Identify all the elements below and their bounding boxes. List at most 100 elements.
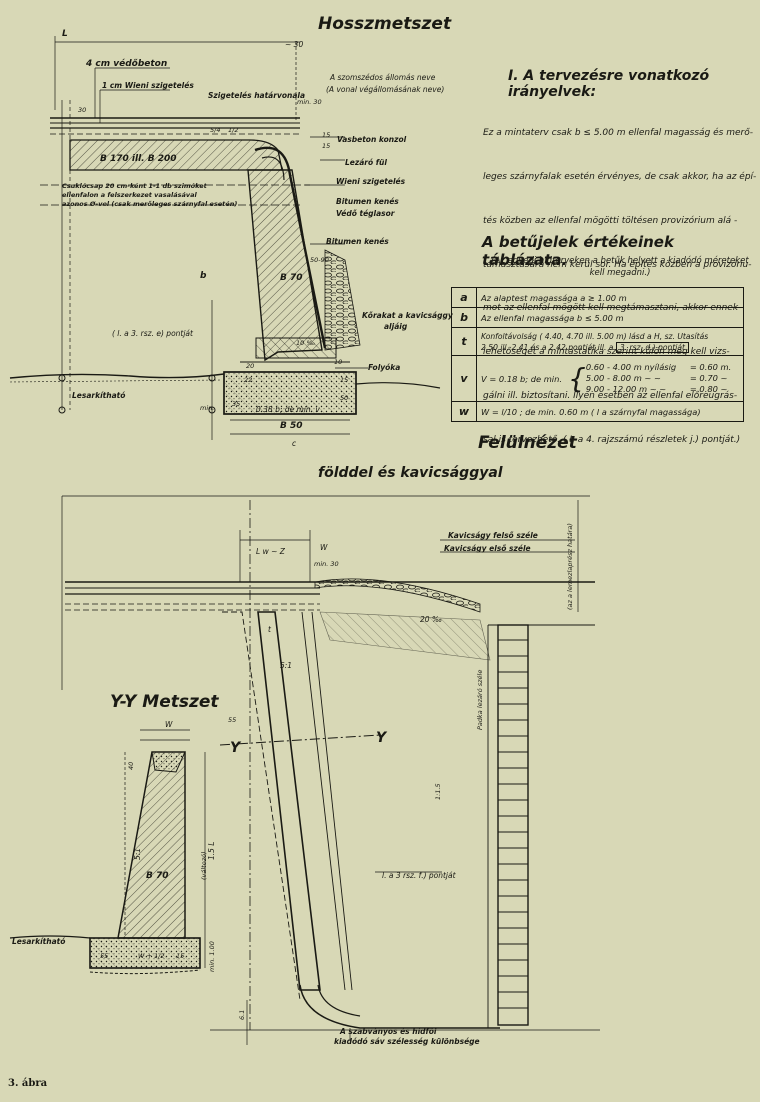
label-stones-2: aljáig <box>384 322 408 331</box>
table-range: 9.00 - 12.00 m ~ ~ = 0.80 ~ <box>586 384 731 395</box>
guidelines-heading: I. A tervezésre vonatkozó irányelvek: <box>508 68 710 100</box>
dim-label: 20 <box>246 362 254 370</box>
dim-label: 15 <box>322 142 330 150</box>
table-range-value: = 0.60 m. <box>689 362 732 372</box>
dim-label: 30 <box>78 106 86 114</box>
label-pipe-2: ellenfalon a felszerkezet vasalásával <box>62 191 198 199</box>
label-yy-w: W <box>165 720 173 729</box>
label-drain: Folyóka <box>368 363 400 372</box>
table-row: w W = l/10 ; de min. 0.60 m ( l a szárny… <box>451 401 744 422</box>
label-lw: L w ~ Z <box>256 547 286 556</box>
table-range-label: 9.00 - 12.00 m ~ ~ <box>585 384 667 394</box>
label-min30: min. 30 <box>297 98 322 106</box>
label-bottom-2: kiadódó sáv szélesség különbsége <box>334 1037 480 1046</box>
letters-table: a Az alaptest magassága a ≥ 1.00 m b Az … <box>451 287 744 422</box>
label-yy-40: 40 <box>127 762 135 770</box>
label-gravel-top: Kavicságy felső széle <box>448 531 538 540</box>
label-rc-console: Vasbeton konzol <box>337 135 407 144</box>
label-neighbor-1: A szomszédos állomás neve <box>329 73 436 82</box>
dim-label: 22 <box>244 376 252 384</box>
table-text: W = l/10 ; de min. 0.60 m ( l a szárnyfa… <box>476 401 744 422</box>
table-range-label: 5.00 - 8.00 m ~ ~ <box>585 373 661 383</box>
guidelines-line: tés közben az ellenfal mögötti töltésen … <box>483 215 738 226</box>
label-b70: B 70 <box>280 273 303 283</box>
label-concrete: B 170 ill. B 200 <box>100 154 177 164</box>
table-symbol: v <box>451 355 477 402</box>
label-yy-min: min. 1.00 <box>208 941 216 972</box>
label-foundation: 0.38 b; de min. v <box>256 405 320 414</box>
label-lean: Lesarkítható <box>72 391 125 400</box>
label-insulation-1: 1 cm Wieni szigetelés <box>102 81 194 90</box>
label-insulation-border: Szigetelés határvonala <box>208 91 305 100</box>
label-yy-scale: 1.5 L <box>207 842 216 861</box>
table-text: V = 0.18 b; de min. { 0.60 - 4.00 m nyíl… <box>476 355 744 402</box>
label-brick: Védő téglasor <box>336 209 396 218</box>
label-30: ~ 30 <box>285 40 303 49</box>
table-text-part: 2.50 ill. 2.41 és a 2.42 pontját ill. a <box>481 342 614 352</box>
dim-label: 10 <box>334 358 342 366</box>
label-pct20: 20 ‰ <box>420 615 442 624</box>
figure-caption: 3. ábra <box>8 1078 48 1089</box>
table-range-value: = 0.70 ~ <box>689 373 728 383</box>
dim-label: 15 <box>340 376 348 384</box>
table-symbol: t <box>451 327 477 356</box>
label-ref-f: l. a 3 rsz. f.) pontját <box>382 871 457 880</box>
label-y-left: Y <box>230 740 242 756</box>
label-yy-var: (változó) <box>200 851 208 880</box>
label-min30-plan: min. 30 <box>314 560 339 568</box>
label-min: min. <box>200 404 214 412</box>
guidelines-text: Ez a mintaterv csak b ≤ 5.00 m ellenfal … <box>483 97 756 462</box>
dim-label: 1/2 <box>228 126 238 134</box>
guidelines-line: Ez a mintaterv csak b ≤ 5.00 m ellenfal … <box>483 128 753 139</box>
table-row: t Konfoltávolság ( 4.40, 4.70 ill. 5.00 … <box>451 327 744 356</box>
label-protective: 4 cm védőbeton <box>85 58 167 69</box>
label-y-right: Y <box>376 730 388 746</box>
yy-section <box>9 729 206 975</box>
label-pct10: 10 ‰ <box>296 339 315 347</box>
table-text: Konfoltávolság ( 4.40, 4.70 ill. 5.00 m)… <box>476 327 744 356</box>
letters-table-note-2: kell megadni.) <box>589 268 651 278</box>
label-pipe-1: Csuklócsap 20 cm-ként 1-1 db szimóket <box>62 182 208 190</box>
dim-label: 50 <box>340 394 348 402</box>
longitudinal-section <box>9 36 441 440</box>
table-text-line: Konfoltávolság ( 4.40, 4.70 ill. 5.00 m)… <box>481 331 709 341</box>
letters-table-note: (Az egyedi hídterveken a betűk helyett a… <box>470 255 760 279</box>
label-insulation-2: Wieni szigetelés <box>336 177 406 186</box>
label-yy-dim: W + 1/2 <box>138 952 164 960</box>
label-slope51: 5:1 <box>280 661 292 670</box>
label-stairs: Padka lezáró széle <box>476 670 484 730</box>
label-t: t <box>268 625 272 634</box>
label-yy-55: 55 <box>100 952 108 960</box>
table-range-label: 0.60 - 4.00 m nyílásig <box>585 362 677 372</box>
table-text-line: 2.50 ill. 2.41 és a 2.42 pontját ill. a … <box>481 341 739 353</box>
table-range-value: = 0.80 ~ <box>689 384 728 394</box>
label-stones-1: Kőrakat a kavicsággy <box>362 311 454 320</box>
label-yy-slope: 5:1 <box>133 848 142 860</box>
label-wing-side: (az a lemezlaprész határa) <box>566 523 574 610</box>
label-bitumen-1: Bitumen kenés <box>336 197 399 206</box>
guidelines-line: sal is tervezhető. ( I. a 4. rajzszámú r… <box>483 434 741 445</box>
label-yy-15: 15 <box>176 952 184 960</box>
letters-table-note-1: (Az egyedi hídterveken a betűk helyett a… <box>491 256 749 266</box>
label-c: c <box>292 439 297 448</box>
label-yy-b70: B 70 <box>146 871 169 881</box>
label-d15: 15 <box>322 131 330 139</box>
letters-table-heading: A betűjelek értékeinek táblázata. <box>482 233 674 269</box>
label-b: b <box>200 271 207 281</box>
dim-label: 35 <box>232 400 240 408</box>
label-L: L <box>62 29 68 39</box>
title-plan-subtitle: földdel és kavicsággyal <box>318 465 503 481</box>
plan-labels: Kavicságy felső széle Kavicságy első szé… <box>228 523 574 1046</box>
title-plan: Felülnézet <box>478 433 577 453</box>
guidelines-line: leges szárnyfalak esetén érvényes, de cs… <box>483 171 757 182</box>
label-55: 55 <box>228 716 236 724</box>
label-closing-felt: Lezáró fül <box>345 158 387 167</box>
label-bottom-1: A szabványos és hídfői <box>339 1027 437 1036</box>
guidelines-line: támasztására nem kerül sor. Ha építés kö… <box>483 259 752 270</box>
table-range: 0.60 - 4.00 m nyílásig = 0.60 m. <box>586 362 731 373</box>
table-range: 5.00 - 8.00 m ~ ~ = 0.70 ~ <box>586 373 731 384</box>
label-pipe-3: azonos Ø-vel (csak merőleges szárnyfal e… <box>62 199 237 208</box>
